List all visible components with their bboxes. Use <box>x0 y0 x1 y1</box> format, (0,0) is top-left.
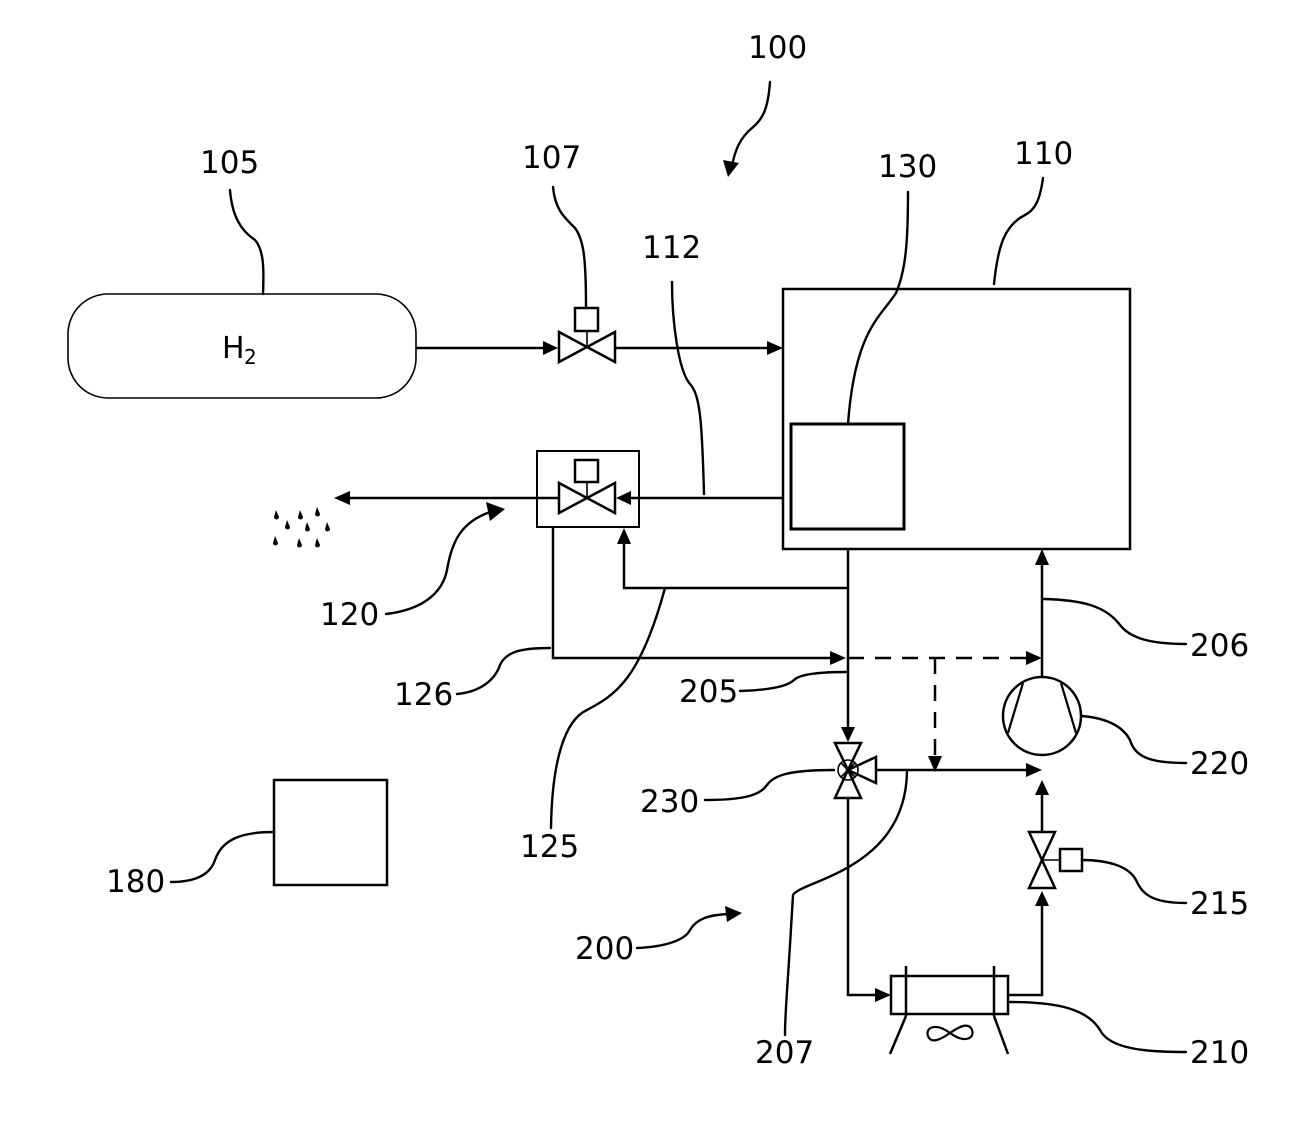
valve-triangle-top <box>1029 832 1055 860</box>
leader-arrow-icon <box>486 502 505 521</box>
flow-arrow-icon <box>1026 763 1042 777</box>
ref-label-130: 130 <box>878 149 937 185</box>
radiator <box>890 966 1008 1054</box>
hydrogen-tank-label: H <box>222 331 245 366</box>
flow-arrow-icon <box>617 528 631 544</box>
flow-arrow-icon <box>1035 549 1049 565</box>
controller-box <box>274 780 387 885</box>
leader-206 <box>1044 599 1186 644</box>
leader-230 <box>705 770 834 800</box>
leader-110 <box>994 178 1043 284</box>
valve-triangle-bottom <box>1029 860 1055 888</box>
ref-label-112: 112 <box>642 230 701 266</box>
leader-180 <box>171 832 274 882</box>
ref-label-105: 105 <box>200 145 259 181</box>
ref-label-200: 200 <box>575 931 634 967</box>
flow-arrow-icon <box>543 341 558 355</box>
flow-arrow-icon <box>616 491 631 505</box>
leader-126 <box>457 648 550 694</box>
leader-arrow-icon <box>723 160 739 177</box>
ref-label-120: 120 <box>320 597 379 633</box>
valve-triangle-left <box>559 483 587 513</box>
purge-valve <box>559 460 615 513</box>
ref-label-107: 107 <box>522 140 581 176</box>
water-droplets-icon <box>273 507 330 548</box>
radiator-inlet-line <box>848 798 878 995</box>
hydrogen-tank-label-subscript: 2 <box>244 345 257 369</box>
radiator-body <box>891 976 1008 1014</box>
ref-label-100: 100 <box>748 30 807 66</box>
pump-body <box>1003 677 1081 755</box>
ref-label-220: 220 <box>1190 746 1249 782</box>
ref-label-207: 207 <box>755 1035 814 1071</box>
leader-100 <box>732 82 770 166</box>
leader-200 <box>637 914 728 948</box>
ref-label-230: 230 <box>640 784 699 820</box>
ref-label-180: 180 <box>106 864 165 900</box>
valve-triangle-right <box>587 332 615 362</box>
valve-triangle-left <box>559 332 587 362</box>
sensor-box <box>791 424 904 529</box>
valve-actuator-icon <box>575 308 598 331</box>
coolant-valve <box>1029 832 1082 888</box>
inlet-valve <box>559 308 615 362</box>
valve-triangle-right <box>587 483 615 513</box>
leader-105 <box>230 190 263 294</box>
leader-arrow-icon <box>725 906 742 922</box>
ref-label-206: 206 <box>1190 628 1249 664</box>
leader-220 <box>1082 716 1186 763</box>
ref-label-215: 215 <box>1190 886 1249 922</box>
coolant-pump <box>1003 677 1081 755</box>
ref-label-205: 205 <box>679 674 738 710</box>
ref-label-210: 210 <box>1190 1035 1249 1071</box>
leader-205 <box>740 672 846 691</box>
hydrogen-tank: H 2 <box>68 294 416 398</box>
flow-arrow-icon <box>1026 651 1042 665</box>
flow-arrow-icon <box>767 341 783 355</box>
flow-arrow-icon <box>334 491 350 505</box>
flow-arrow-icon <box>1035 891 1049 906</box>
three-way-valve <box>835 743 876 798</box>
leader-107 <box>553 187 586 308</box>
leader-215 <box>1082 860 1186 903</box>
ref-label-125: 125 <box>520 829 579 865</box>
ref-label-110: 110 <box>1014 136 1073 172</box>
valve-actuator-icon <box>1060 849 1082 871</box>
radiator-outlet-line <box>1008 905 1042 995</box>
leader-120 <box>386 512 490 614</box>
leader-112 <box>672 282 704 494</box>
fan-icon <box>927 1026 972 1041</box>
ref-label-126: 126 <box>394 677 453 713</box>
flow-arrow-icon <box>1035 780 1049 795</box>
flow-arrow-icon <box>875 988 891 1002</box>
leader-210 <box>1010 1002 1186 1052</box>
flow-arrow-icon <box>841 727 855 742</box>
valve-actuator-icon <box>575 460 598 482</box>
flow-arrow-icon <box>830 651 846 665</box>
